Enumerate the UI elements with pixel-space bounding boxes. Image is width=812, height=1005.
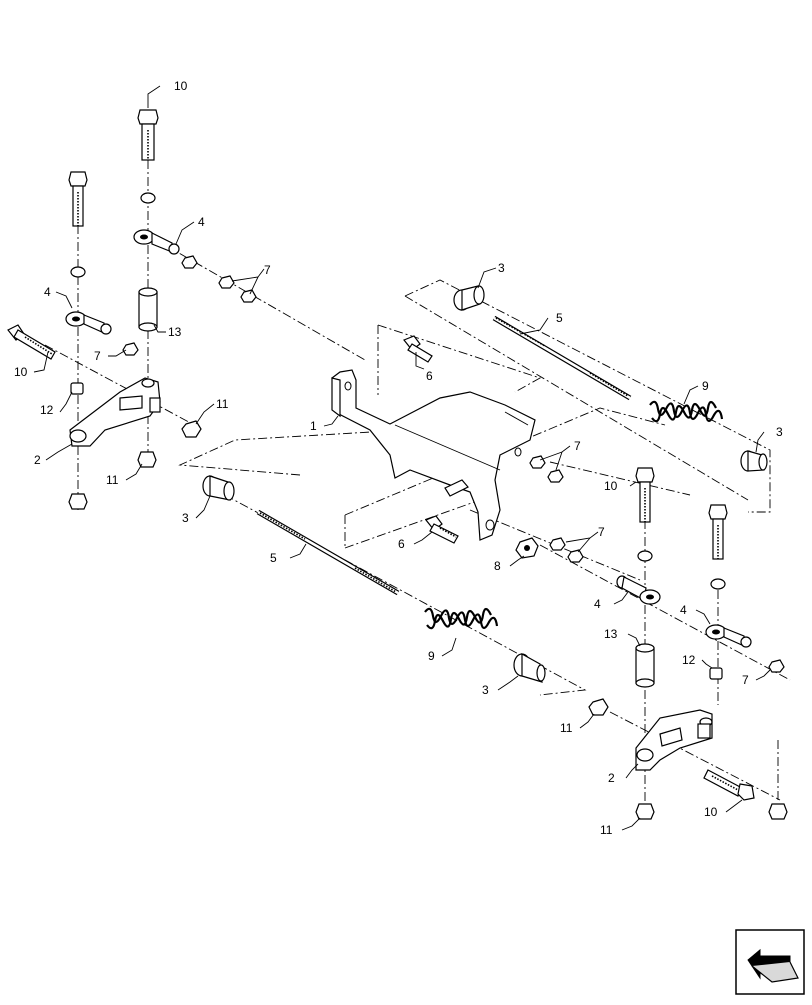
callout-4: 4 (680, 603, 687, 617)
washer-left (70, 266, 86, 278)
callout-7: 7 (264, 263, 271, 277)
nut-7-upper-a (181, 255, 198, 269)
view-direction-arrow-icon[interactable] (735, 929, 805, 995)
nut-7-left (122, 342, 139, 356)
bolt-10-left-horizontal (7, 324, 56, 360)
nut-7-upper-c (240, 289, 257, 303)
nut-11-right-b (635, 803, 655, 820)
rod-end-4-left (65, 311, 112, 335)
bolt-10-right-a (635, 467, 655, 523)
callout-10: 10 (14, 365, 28, 379)
callout-13: 13 (604, 627, 618, 641)
callout-10: 10 (704, 805, 718, 819)
spacer-13-upper (138, 287, 158, 332)
nut-7-upper-b (218, 275, 235, 289)
callout-2: 2 (608, 771, 615, 785)
center-lines (44, 160, 791, 805)
callout-9: 9 (702, 379, 709, 393)
washer-upper (140, 192, 156, 204)
callout-4: 4 (44, 285, 51, 299)
nut-7-right-c (549, 537, 566, 551)
bushing-12-right (709, 667, 723, 680)
washer-right-b (710, 578, 726, 590)
lever-2-left (69, 377, 161, 447)
rod-end-4-right-b (705, 624, 752, 648)
nut-11-right-a (588, 698, 609, 716)
callout-3: 3 (182, 511, 189, 525)
callout-10: 10 (174, 79, 188, 93)
callout-12: 12 (40, 403, 54, 417)
callout-7: 7 (574, 439, 581, 453)
callout-4: 4 (198, 215, 205, 229)
callout-3: 3 (776, 425, 783, 439)
callouts: 10 4 7 4 7 13 10 12 2 11 11 3 5 6 1 9 3 … (14, 79, 783, 837)
bolt-10-top (137, 109, 159, 161)
callout-11: 11 (560, 721, 573, 735)
callout-5: 5 (556, 311, 563, 325)
nut-bottom-right (768, 803, 788, 820)
callout-6: 6 (398, 537, 405, 551)
callout-8: 8 (494, 559, 501, 573)
rod-5-lower (256, 509, 400, 596)
callout-10: 10 (604, 479, 618, 493)
callout-11: 11 (216, 397, 229, 411)
callout-3: 3 (482, 683, 489, 697)
rod-end-4-right-a (616, 575, 661, 605)
callout-11: 11 (600, 823, 613, 837)
cup-3-lower-right (513, 652, 546, 683)
callout-7: 7 (742, 673, 749, 687)
callout-5: 5 (270, 551, 277, 565)
nut-11-left-b (137, 451, 157, 468)
bolt-6-upper (403, 335, 433, 363)
rod-5-upper (492, 315, 632, 401)
bolt-10-right-horizontal (703, 769, 755, 801)
bushing-12-left (70, 382, 84, 395)
lever-2-right (635, 709, 713, 771)
callout-12: 12 (682, 653, 696, 667)
callout-9: 9 (428, 649, 435, 663)
washer-right-a (637, 550, 653, 562)
bracket-1 (331, 369, 536, 541)
nut-7-right-b (547, 469, 564, 483)
callout-6: 6 (426, 369, 433, 383)
bolt-6-lower (425, 515, 459, 544)
nut-bottom-left (68, 493, 88, 510)
nut-7-right-a (529, 455, 546, 469)
spacer-13-right (635, 643, 655, 688)
callout-11: 11 (106, 473, 119, 487)
cup-3-lower-left (202, 475, 235, 501)
leader-lines (33, 85, 771, 831)
callout-3: 3 (498, 261, 505, 275)
spring-9-lower (424, 607, 499, 630)
cup-3-upper-right (740, 450, 768, 472)
bolt-10-right-b (708, 504, 728, 560)
callout-7: 7 (598, 525, 605, 539)
cup-3-upper-left (453, 285, 485, 311)
nut-7-right-d (567, 549, 584, 563)
nut-7-right-e (768, 659, 785, 673)
nut-8 (515, 537, 539, 559)
callout-13: 13 (168, 325, 182, 339)
callout-4: 4 (594, 597, 601, 611)
spring-9-upper (649, 400, 724, 423)
callout-2: 2 (34, 453, 41, 467)
bolt-10-left-vertical (68, 171, 88, 227)
callout-1: 1 (310, 419, 317, 433)
callout-7: 7 (94, 349, 101, 363)
nut-11-left-a (181, 420, 202, 438)
rod-end-4-upper (133, 229, 180, 255)
